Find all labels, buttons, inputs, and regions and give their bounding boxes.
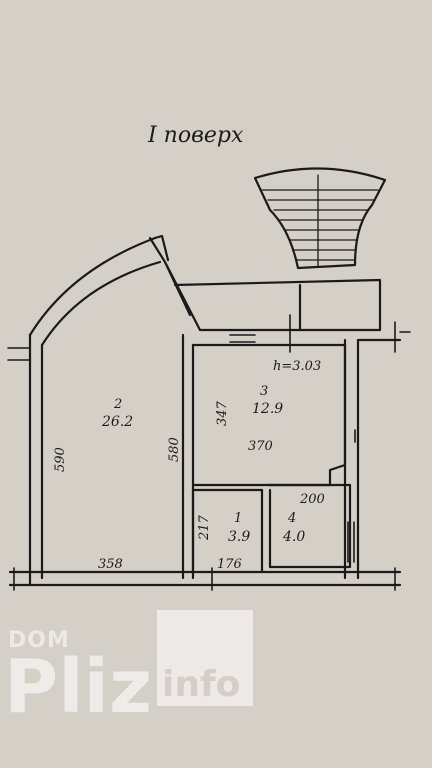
bottom-wall xyxy=(8,570,402,587)
bay-window xyxy=(148,234,202,332)
room3-width-dim: 370 xyxy=(248,439,273,454)
room4-outline xyxy=(266,483,352,569)
room4-number: 4 xyxy=(287,511,296,526)
room3-area: 12.9 xyxy=(252,401,283,417)
right-door-mark xyxy=(394,321,411,353)
room2-right-dim: 580 xyxy=(167,437,182,462)
room3-height-dim: 347 xyxy=(215,400,230,426)
room2-left-dim: 590 xyxy=(53,447,68,472)
radiator-mark xyxy=(347,521,355,563)
room4-width-dim: 200 xyxy=(299,492,325,507)
bottom-door-marks xyxy=(13,567,396,591)
balcony-outline xyxy=(173,278,382,332)
room1-width-dim: 176 xyxy=(217,557,242,572)
door-mark-top xyxy=(229,314,291,353)
room3-number: 3 xyxy=(260,384,268,399)
arc-wall xyxy=(28,236,162,347)
stair-shape xyxy=(253,167,387,270)
left-door-mark xyxy=(7,347,31,361)
room4-area: 4.0 xyxy=(282,529,305,545)
ceiling-height-label: h=3.03 xyxy=(273,359,321,374)
room2-bottom-dim: 358 xyxy=(98,557,123,572)
watermark-pliz: Pliz xyxy=(4,644,153,730)
room1-height-dim: 217 xyxy=(197,514,212,541)
stair-steps xyxy=(261,174,379,267)
right-outer-wall xyxy=(343,338,402,580)
watermark-box xyxy=(157,610,253,706)
room1-area: 3.9 xyxy=(228,529,250,545)
room1-outline xyxy=(191,488,264,574)
room2-number: 2 xyxy=(113,397,122,412)
room2-area: 26.2 xyxy=(101,414,133,430)
left-outer-wall xyxy=(28,333,44,587)
watermark-dom: DOM xyxy=(8,628,70,653)
watermark-info: info xyxy=(162,664,241,705)
floor-title: I поверх xyxy=(147,123,244,148)
room1-number: 1 xyxy=(234,511,242,526)
partition-wall-2-3 xyxy=(181,333,195,580)
